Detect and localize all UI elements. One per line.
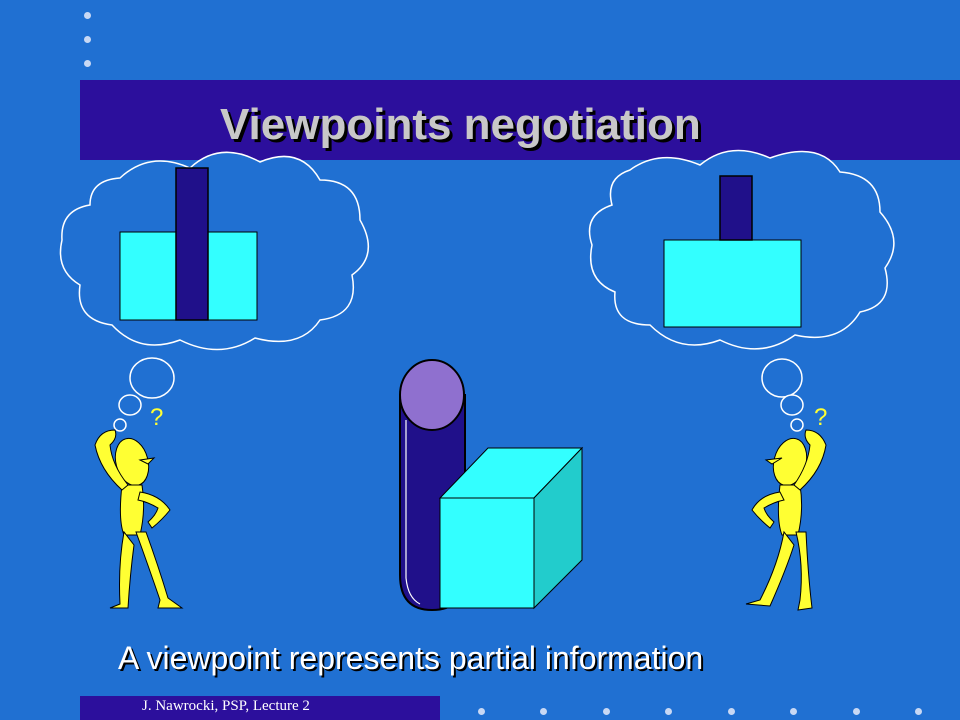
- left-thinking-figure: [94, 429, 184, 609]
- left-question-mark: ?: [150, 404, 163, 431]
- right-cloud-pillar-shape: [719, 175, 753, 241]
- dot: [665, 708, 672, 715]
- dot: [728, 708, 735, 715]
- slide-caption: A viewpoint represents partial informati…: [118, 640, 704, 676]
- dot: [790, 708, 797, 715]
- left-cloud-pillar-shape: [175, 167, 209, 321]
- footer-text: J. Nawrocki, PSP, Lecture 2: [142, 698, 310, 714]
- right-thought-cloud: [588, 149, 895, 350]
- dot: [84, 60, 91, 67]
- dot: [84, 36, 91, 43]
- dot: [603, 708, 610, 715]
- right-thought-bubbles: [761, 358, 804, 432]
- footer-bar: J. Nawrocki, PSP, Lecture 2: [80, 696, 440, 720]
- right-thinking-figure: [745, 429, 827, 611]
- dot: [478, 708, 485, 715]
- dot: [540, 708, 547, 715]
- left-thought-cloud: [59, 151, 370, 351]
- right-cloud-box-shape: [663, 239, 802, 328]
- dot: [84, 12, 91, 19]
- dot: [915, 708, 922, 715]
- central-cube: [438, 446, 584, 610]
- right-question-mark: ?: [814, 404, 827, 431]
- dot: [853, 708, 860, 715]
- title-bar: Viewpoints negotiation: [80, 80, 960, 160]
- slide-title: Viewpoints negotiation: [220, 100, 701, 149]
- left-thought-bubbles: [113, 357, 175, 432]
